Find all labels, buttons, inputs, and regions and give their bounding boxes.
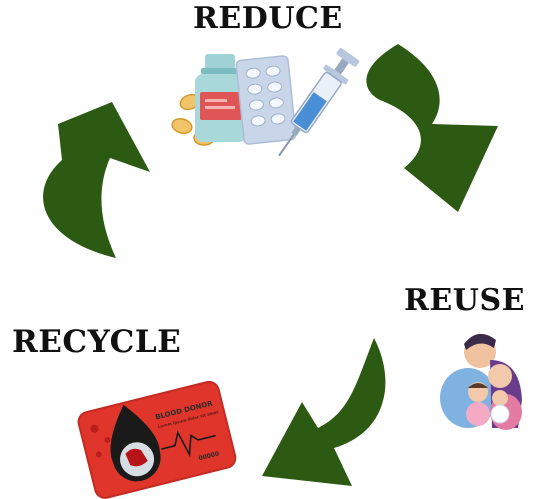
arrow-top-right <box>366 44 498 212</box>
syringe-icon <box>278 48 360 157</box>
pill-bottle-icon <box>195 54 247 142</box>
arrow-left <box>43 102 150 258</box>
recycle-label: RECYCLE <box>12 324 182 360</box>
arrow-bottom <box>262 338 386 486</box>
card-number: 00000 <box>198 450 220 462</box>
blister-pack-icon <box>235 55 297 145</box>
reuse-label: REUSE <box>404 283 525 318</box>
reduce-label: REDUCE <box>193 1 343 36</box>
